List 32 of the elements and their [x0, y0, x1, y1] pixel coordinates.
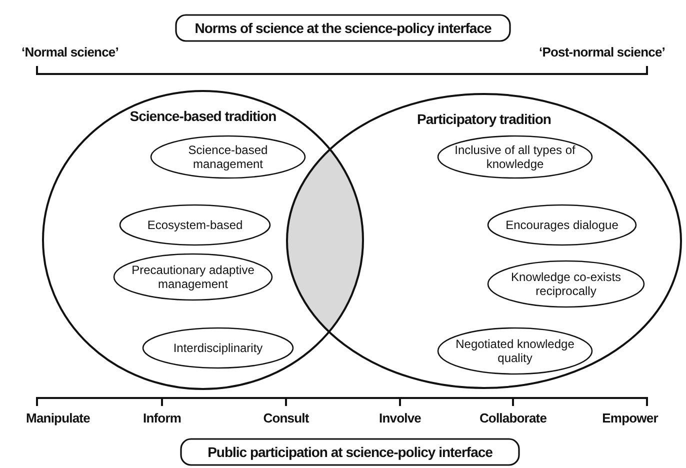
trait-ellipse [437, 135, 593, 179]
trait-text: Encourages dialogue [504, 218, 620, 232]
trait-ellipse [119, 204, 271, 246]
trait-text: Precautionary adaptive management [130, 263, 256, 291]
tradition-heading: Participatory tradition [416, 111, 552, 127]
heading-box [175, 14, 511, 42]
trait-text: Interdisciplinarity [172, 341, 264, 355]
trait-text: Inclusive of all types of knowledge [454, 143, 576, 171]
tradition-circle [42, 90, 364, 390]
norm-label: ‘Post-normal science’ [539, 44, 665, 60]
trait-text: Ecosystem-based [146, 218, 244, 232]
heading-text: Public participation at science-policy interface [206, 444, 494, 460]
trait-ellipse [113, 253, 273, 301]
trait-ellipse [487, 204, 637, 246]
trait-ellipse [437, 327, 593, 375]
tradition-circle [286, 93, 682, 389]
scale-label: Manipulate [26, 410, 90, 426]
scale-label: Involve [379, 410, 421, 426]
scale-label: Collaborate [479, 410, 547, 426]
trait-ellipse [142, 327, 294, 369]
trait-text: Negotiated knowledge quality [454, 337, 576, 365]
scale-label: Empower [602, 410, 658, 426]
scale-label: Inform [142, 410, 182, 426]
scale-label: Consult [263, 410, 309, 426]
trait-text: Knowledge co-exists reciprocally [510, 270, 622, 298]
tradition-heading: Science-based tradition [128, 108, 278, 124]
heading-text: Norms of science at the science-policy interface [194, 20, 492, 36]
trait-ellipse [150, 135, 306, 179]
trait-ellipse [487, 260, 645, 308]
trait-text: Science-based management [187, 143, 269, 171]
norm-label: ‘Normal science’ [22, 44, 118, 60]
heading-box [180, 438, 520, 466]
